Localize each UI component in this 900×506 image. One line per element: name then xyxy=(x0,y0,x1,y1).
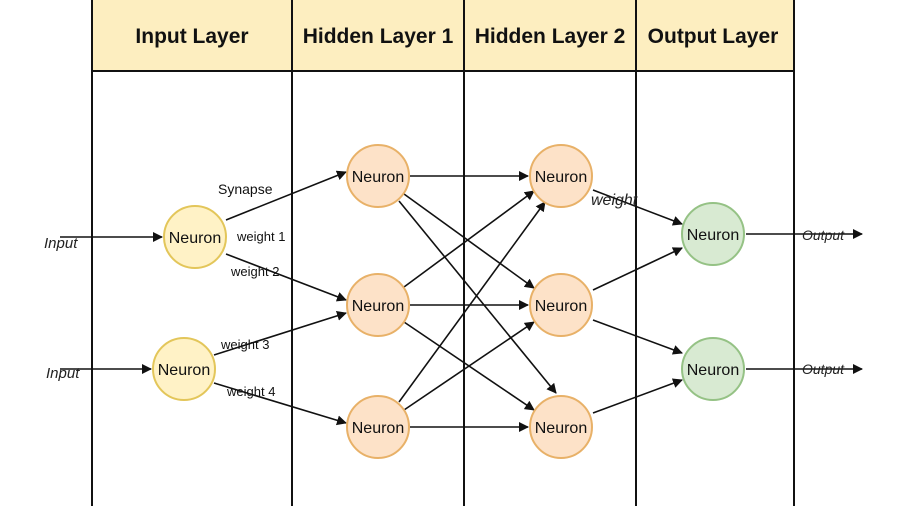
weight-1-label: weight 1 xyxy=(236,229,285,244)
neuron-label: Neuron xyxy=(535,298,587,315)
neuron-input-1: Neuron xyxy=(163,205,227,269)
neuron-label: Neuron xyxy=(352,298,404,315)
neuron-label: Neuron xyxy=(158,362,210,379)
neuron-hidden2-1: Neuron xyxy=(529,144,593,208)
output-label-2: Output xyxy=(802,361,845,377)
neuron-label: Neuron xyxy=(687,227,739,244)
neuron-label: Neuron xyxy=(687,362,739,379)
arrow-h1c-h2a xyxy=(398,201,546,403)
neuron-label: Neuron xyxy=(352,169,404,186)
neuron-label: Neuron xyxy=(535,169,587,186)
output-label-1: Output xyxy=(802,227,845,243)
header-title-hidden-layer-2: Hidden Layer 2 xyxy=(475,25,626,48)
neuron-label: Neuron xyxy=(169,230,221,247)
arrow-h2c-o2 xyxy=(592,378,683,414)
arrow-i1-h1b xyxy=(225,253,347,302)
arrow-h1b-h2a xyxy=(403,190,535,288)
arrow-h2b-o2 xyxy=(592,319,683,355)
neuron-hidden2-2: Neuron xyxy=(529,273,593,337)
arrow-i2-h1c xyxy=(213,382,347,426)
synapse-label: Synapse xyxy=(218,181,273,197)
weight-4-label: weight 4 xyxy=(226,384,275,399)
header-title-hidden-layer-1: Hidden Layer 1 xyxy=(303,25,454,48)
neuron-label: Neuron xyxy=(535,420,587,437)
neuron-output-2: Neuron xyxy=(681,337,745,401)
header-cell-output-layer xyxy=(636,0,794,71)
weight-3-label: weight 3 xyxy=(220,337,269,352)
input-label-2: Input xyxy=(46,365,80,382)
header-cell-input-layer xyxy=(92,0,292,71)
neuron-input-2: Neuron xyxy=(152,337,216,401)
weight-label: weight xyxy=(591,192,638,209)
neuron-hidden1-1: Neuron xyxy=(346,144,410,208)
neuron-hidden1-3: Neuron xyxy=(346,395,410,459)
weight-2-label: weight 2 xyxy=(230,264,279,279)
header-row: Input Layer Hidden Layer 1 Hidden Layer … xyxy=(92,0,794,71)
neuron-label: Neuron xyxy=(352,420,404,437)
arrow-h1c-h2b xyxy=(403,321,535,411)
arrow-h2a-o1 xyxy=(592,189,683,226)
header-title-input-layer: Input Layer xyxy=(135,25,248,48)
arrow-i2-h1b xyxy=(213,310,347,356)
connections xyxy=(60,170,863,432)
arrow-i1-h1a xyxy=(225,170,347,221)
input-label-1: Input xyxy=(44,235,78,252)
neuron-hidden2-3: Neuron xyxy=(529,395,593,459)
labels: Synapse weight 1 weight 2 weight 3 weigh… xyxy=(44,181,845,399)
arrow-h2b-o1 xyxy=(592,247,683,291)
neuron-output-1: Neuron xyxy=(681,202,745,266)
neuron-hidden1-2: Neuron xyxy=(346,273,410,337)
header-cell-hidden-layer-1 xyxy=(292,0,464,71)
header-cell-hidden-layer-2 xyxy=(464,0,636,71)
arrow-h1a-h2c xyxy=(398,200,557,394)
header-title-output-layer: Output Layer xyxy=(648,25,779,48)
column-dividers xyxy=(91,0,795,506)
neurons: Neuron Neuron Neuron Neuron Neuron Neuro… xyxy=(152,144,745,459)
arrow-h1a-h2b xyxy=(403,193,535,289)
